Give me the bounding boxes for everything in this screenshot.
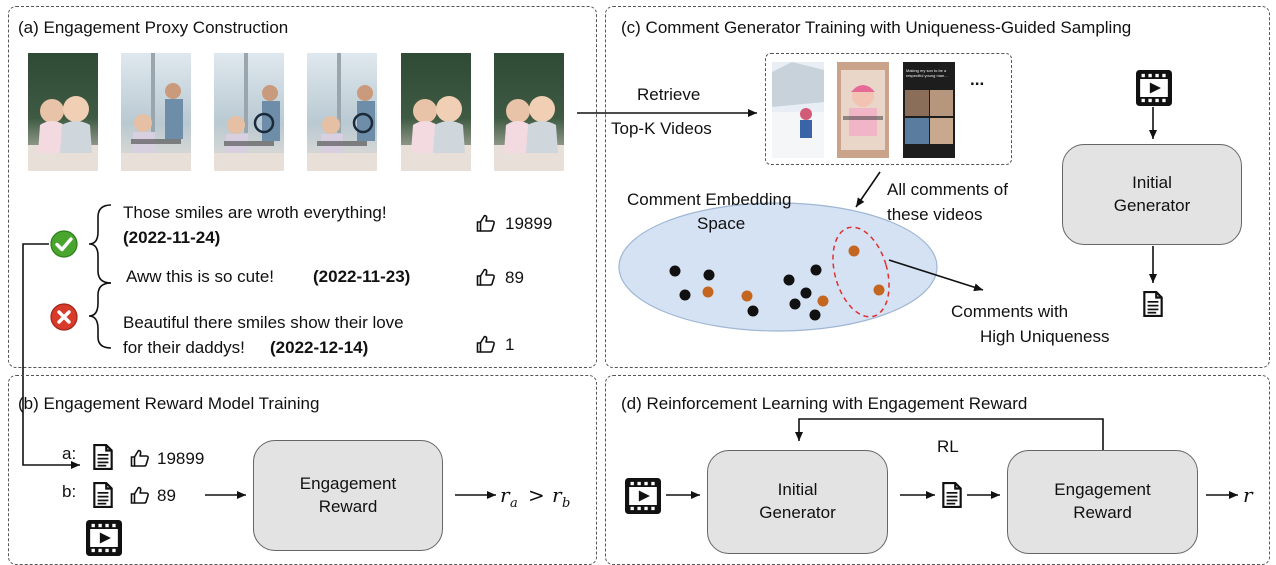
svg-text:a: a xyxy=(510,496,518,511)
box-label-line1: Initial xyxy=(1132,172,1172,192)
svg-text:b: b xyxy=(562,496,570,511)
reward-output-symbol: r xyxy=(1243,483,1253,507)
high-uniqueness-label: Comments with xyxy=(951,302,1069,321)
comment-date: (2022-12-14) xyxy=(270,338,369,357)
box-label-line2: Reward xyxy=(1073,503,1132,522)
comment-point xyxy=(810,264,822,276)
all-comments-label: All comments of xyxy=(887,180,1008,199)
box-label-line1: Engagement xyxy=(1054,480,1151,500)
engagement-reward-box: Engagement Reward xyxy=(253,440,443,551)
all-comments-label: these videos xyxy=(887,205,983,224)
video-frame xyxy=(121,53,191,171)
embedding-ellipse xyxy=(618,202,938,332)
retrieve-label: Retrieve xyxy=(637,85,701,104)
video-frame xyxy=(307,53,377,171)
svg-text:r: r xyxy=(500,483,511,507)
like-count: 89 xyxy=(505,268,524,287)
comment-text: Beautiful there smiles show their love xyxy=(123,313,404,332)
comment-point xyxy=(809,309,821,321)
rl-engagement-reward-box: Engagement Reward xyxy=(1007,450,1198,554)
box-label-line2: Reward xyxy=(318,496,378,516)
comment-point xyxy=(669,265,681,277)
comment-point xyxy=(789,298,801,310)
thumb-caption: Making my son to be a respectful young m… xyxy=(906,68,948,78)
sample-b-label: b: xyxy=(62,482,77,501)
comment-point-orange xyxy=(817,295,829,307)
comment-point xyxy=(747,305,759,317)
comment-point-orange xyxy=(848,245,860,257)
like-count: 1 xyxy=(505,335,515,354)
cross-icon xyxy=(50,303,78,331)
comment-point-orange xyxy=(702,286,714,298)
initial-generator-box: Initial Generator xyxy=(1062,144,1242,245)
retrieved-videos-box xyxy=(765,53,1012,165)
retrieved-video-thumb xyxy=(772,62,824,158)
box-label-line2: Generator xyxy=(759,503,836,522)
retrieved-video-thumb xyxy=(837,62,889,158)
svg-text:r: r xyxy=(552,483,563,507)
like-count-b: 89 xyxy=(157,486,176,505)
more-videos-ellipsis: ... xyxy=(970,70,985,89)
like-count: 19899 xyxy=(505,214,553,233)
embedding-space-label: Comment Embedding xyxy=(627,190,792,209)
panel-comment-generator-training xyxy=(605,6,1270,368)
video-frame xyxy=(494,53,564,171)
panel-b-title: (b) Engagement Reward Model Training xyxy=(18,394,320,413)
comment-date: (2022-11-23) xyxy=(313,267,411,286)
panel-engagement-proxy xyxy=(8,6,597,368)
box-label-line1: Initial xyxy=(777,480,818,500)
check-icon xyxy=(50,230,78,258)
comment-text: Those smiles are wroth everything! xyxy=(123,203,387,222)
sample-a-label: a: xyxy=(62,444,77,463)
comment-point-orange xyxy=(873,284,885,296)
comment-point xyxy=(679,289,691,301)
embedding-space-label: Space xyxy=(697,214,746,233)
video-frame xyxy=(401,53,471,171)
comment-point-orange xyxy=(741,290,753,302)
thumb-photo-grid xyxy=(905,90,953,144)
top-k-label: Top-K Videos xyxy=(611,119,712,138)
svg-text:>: > xyxy=(528,483,545,507)
comment-point xyxy=(800,287,812,299)
video-frame xyxy=(214,53,284,171)
comment-point xyxy=(703,269,715,281)
rl-label: RL xyxy=(937,437,959,456)
box-label-line2: Generator xyxy=(1113,195,1191,215)
retrieved-video-thumb: Making my son to be a respectful young m… xyxy=(903,62,955,158)
panel-a-title: (a) Engagement Proxy Construction xyxy=(18,18,289,37)
rl-initial-generator-box: Initial Generator xyxy=(707,450,888,554)
comment-point xyxy=(783,274,795,286)
high-uniqueness-cluster xyxy=(832,226,890,318)
comment-text: Aww this is so cute! xyxy=(126,267,275,286)
panel-c-title: (c) Comment Generator Training with Uniq… xyxy=(621,18,1132,37)
comment-date: (2022-11-24) xyxy=(123,228,221,247)
video-frame xyxy=(28,53,98,171)
high-uniqueness-label: High Uniqueness xyxy=(980,327,1110,346)
box-label-line1: Engagement xyxy=(299,473,397,493)
panel-d-title: (d) Reinforcement Learning with Engageme… xyxy=(621,394,1028,413)
comment-text: for their daddys! xyxy=(123,338,245,357)
like-count-a: 19899 xyxy=(157,449,205,468)
